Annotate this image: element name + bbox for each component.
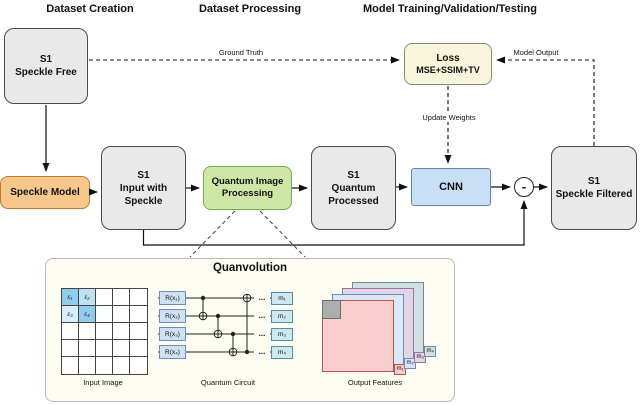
kernel-position-square: [322, 300, 341, 319]
grid-cell: [96, 340, 113, 357]
header-dataset-processing: Dataset Processing: [198, 3, 302, 15]
grid-cell: [130, 357, 147, 374]
grid-cell-e1: ε₁: [62, 289, 79, 306]
grid-cell: [79, 323, 96, 340]
arrow-model-output: [496, 56, 595, 146]
subtract-node: -: [514, 177, 534, 197]
box-cnn: CNN: [411, 168, 491, 206]
grid-cell: [113, 357, 130, 374]
gate-rx2: R(x₂): [159, 309, 186, 323]
box-quantum-processed-line2: Quantum: [331, 182, 376, 194]
ellipsis-wire1: ...: [254, 294, 270, 305]
box-loss-line2: MSE+SSIM+TV: [416, 64, 480, 75]
box-input-with-speckle-line3: Speckle: [124, 195, 163, 207]
grid-cell: [130, 323, 147, 340]
grid-cell: [96, 289, 113, 306]
box-input-with-speckle-line1: S1: [137, 169, 150, 181]
box-speckle-filtered: S1 Speckle Filtered: [551, 146, 637, 230]
box-speckle-model-label: Speckle Model: [10, 187, 80, 198]
ellipsis-wire2: ...: [254, 312, 270, 323]
grid-cell: [130, 340, 147, 357]
box-loss: Loss MSE+SSIM+TV: [404, 43, 492, 85]
header-model-training: Model Training/Validation/Testing: [363, 3, 537, 15]
input-image-grid: ε₁ ε₂ ε₃ ε₄: [61, 288, 148, 375]
box-quantum-image-processing-line1: Quantum Image: [211, 175, 284, 187]
feature-label-m2: m₂: [404, 358, 417, 369]
feature-label-m4: m₄: [424, 346, 437, 357]
grid-cell: [79, 340, 96, 357]
measurement-m2: m₂: [271, 310, 293, 323]
grid-cell: [96, 306, 113, 323]
edge-label-update-weights: Update Weights: [420, 113, 478, 122]
measurement-m4: m₄: [271, 346, 293, 359]
measurement-m3: m₃: [271, 328, 293, 341]
measurement-m1: m₁: [271, 292, 293, 305]
box-speckle-filtered-line1: S1: [587, 176, 601, 187]
quanvolution-title: Quanvolution: [212, 262, 288, 274]
box-speckle-free: S1 Speckle Free: [4, 28, 88, 104]
feature-label-m3: m₃: [414, 352, 427, 363]
grid-cell-e3: ε₃: [62, 306, 79, 323]
box-cnn-label: CNN: [439, 180, 463, 193]
box-speckle-model: Speckle Model: [0, 176, 90, 209]
box-quantum-processed: S1 Quantum Processed: [311, 146, 396, 230]
grid-cell: [113, 340, 130, 357]
gate-rx3: R(x₃): [159, 327, 186, 341]
box-quantum-image-processing-line2: Processing: [221, 188, 274, 199]
grid-cell: [62, 340, 79, 357]
grid-cell: [113, 306, 130, 323]
caption-input-image: Input Image: [83, 378, 123, 387]
grid-cell: [62, 323, 79, 340]
box-quantum-processed-line1: S1: [347, 169, 360, 181]
header-dataset-creation: Dataset Creation: [46, 3, 134, 15]
box-quantum-processed-line3: Processed: [328, 195, 379, 207]
edge-label-ground-truth: Ground Truth: [216, 48, 266, 57]
grid-cell: [113, 289, 130, 306]
grid-cell: [79, 357, 96, 374]
box-speckle-free-line1: S1: [39, 54, 53, 65]
caption-output-features: Output Features: [347, 378, 403, 387]
grid-cell-e2: ε₂: [79, 289, 96, 306]
box-quantum-image-processing: Quantum Image Processing: [203, 166, 292, 210]
box-loss-line1: Loss: [436, 52, 460, 64]
expansion-dash-left: [189, 210, 236, 258]
gate-rx4: R(x₄): [159, 345, 186, 359]
box-input-with-speckle: S1 Input with Speckle: [101, 146, 186, 230]
grid-cell: [130, 306, 147, 323]
caption-quantum-circuit: Quantum Circuit: [200, 378, 256, 387]
grid-cell: [96, 357, 113, 374]
ellipsis-wire3: ...: [254, 330, 270, 341]
feature-label-m1: m₁: [394, 364, 407, 375]
grid-cell: [130, 289, 147, 306]
grid-cell: [113, 323, 130, 340]
subtract-node-label: -: [521, 178, 527, 194]
edge-label-model-output: Model Output: [511, 48, 561, 57]
expansion-dash-right: [259, 210, 306, 258]
box-speckle-filtered-line2: Speckle Filtered: [555, 189, 633, 200]
ellipsis-wire4: ...: [254, 348, 270, 359]
grid-cell-e4: ε₄: [79, 306, 96, 323]
grid-cell: [62, 357, 79, 374]
box-input-with-speckle-line2: Input with: [119, 182, 168, 194]
box-speckle-free-line2: Speckle Free: [15, 67, 77, 78]
gate-rx1: R(x₁): [159, 291, 186, 305]
grid-cell: [96, 323, 113, 340]
